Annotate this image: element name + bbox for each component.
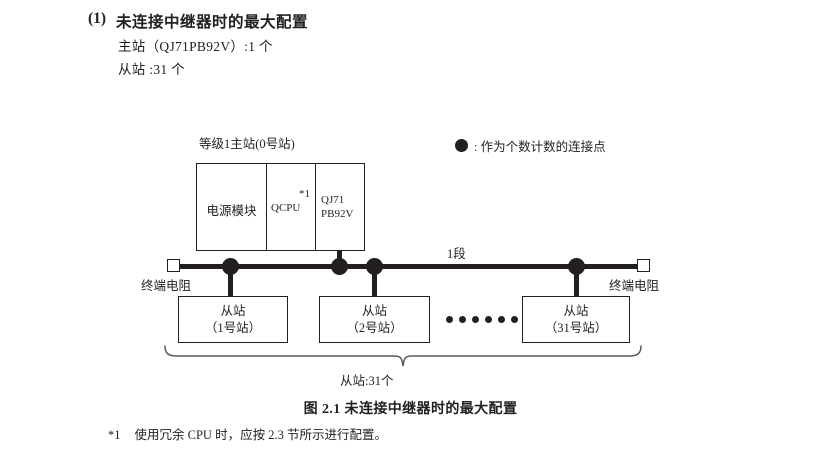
brace-svg bbox=[164, 345, 642, 367]
page-title: 未连接中继器时的最大配置 bbox=[116, 14, 309, 31]
slave-count-label: 从站:31个 bbox=[340, 374, 394, 388]
cpu-footnote-mark: *1 bbox=[299, 188, 310, 200]
heading-number: (1) bbox=[88, 10, 107, 27]
filled-circle-icon bbox=[455, 139, 468, 152]
slave-drop-line bbox=[371, 269, 377, 296]
master-station-label: 等级1主站(0号站) bbox=[199, 137, 295, 151]
legend-label: : 作为个数计数的连接点 bbox=[474, 140, 606, 154]
slave-count-brace bbox=[163, 345, 643, 376]
spec-slave-count: 从站 :31 个 bbox=[118, 62, 185, 77]
connection-point-dot bbox=[330, 257, 348, 275]
power-module-label: 电源模块 bbox=[206, 204, 257, 218]
footnote-text: 使用冗余 CPU 时，应按 2.3 节所示进行配置。 bbox=[134, 428, 387, 442]
terminator-left-label: 终端电阻 bbox=[141, 279, 192, 293]
connection-point-dot bbox=[365, 257, 383, 275]
slave-station-number: （1号站） bbox=[204, 320, 262, 335]
terminator-left-icon bbox=[167, 259, 180, 272]
slave-drop-line bbox=[227, 269, 233, 296]
slave-name: 从站 bbox=[361, 303, 387, 318]
power-module-slot: 电源模块 bbox=[197, 164, 267, 250]
network-module-slot: QJ71 PB92V bbox=[316, 164, 366, 250]
terminator-right-icon bbox=[637, 259, 650, 272]
slave-name: 从站 bbox=[220, 303, 246, 318]
slave-station-box: 从站 （31号站） bbox=[522, 296, 630, 343]
footnote-mark: *1 bbox=[108, 428, 121, 442]
master-rack: 电源模块 QCPU *1 QJ71 PB92V bbox=[196, 163, 365, 251]
cpu-module-label: QCPU bbox=[271, 202, 301, 214]
ellipsis-dot bbox=[485, 316, 492, 323]
spec-master-count: 主站（QJ71PB92V）:1 个 bbox=[118, 39, 273, 54]
terminator-right-label: 终端电阻 bbox=[609, 279, 660, 293]
ellipsis-dot bbox=[459, 316, 466, 323]
slave-station-number: （2号站） bbox=[346, 320, 403, 335]
footnote: *1 使用冗余 CPU 时，应按 2.3 节所示进行配置。 bbox=[108, 424, 387, 443]
segment-label: 1段 bbox=[447, 247, 466, 261]
slave-station-number: （31号站） bbox=[544, 320, 608, 335]
slave-station-box: 从站 （2号站） bbox=[319, 296, 430, 343]
network-module-label-line2: PB92V bbox=[321, 208, 354, 220]
ellipsis-dot bbox=[472, 316, 479, 323]
network-module-label-line1: QJ71 bbox=[321, 194, 345, 206]
ellipsis-dot bbox=[498, 316, 505, 323]
connection-point-dot bbox=[221, 257, 239, 275]
ellipsis-dot bbox=[511, 316, 518, 323]
figure-caption: 图 2.1 未连接中继器时的最大配置 bbox=[303, 402, 518, 417]
cpu-module-slot: QCPU *1 bbox=[267, 164, 316, 250]
ellipsis-dots bbox=[446, 316, 518, 323]
slave-station-box: 从站 （1号站） bbox=[178, 296, 288, 343]
ellipsis-dot bbox=[446, 316, 453, 323]
connection-point-dot bbox=[567, 257, 585, 275]
bus-line bbox=[173, 263, 644, 269]
slave-name: 从站 bbox=[563, 303, 589, 318]
legend: : 作为个数计数的连接点 bbox=[455, 136, 606, 155]
slave-drop-line bbox=[573, 269, 579, 296]
